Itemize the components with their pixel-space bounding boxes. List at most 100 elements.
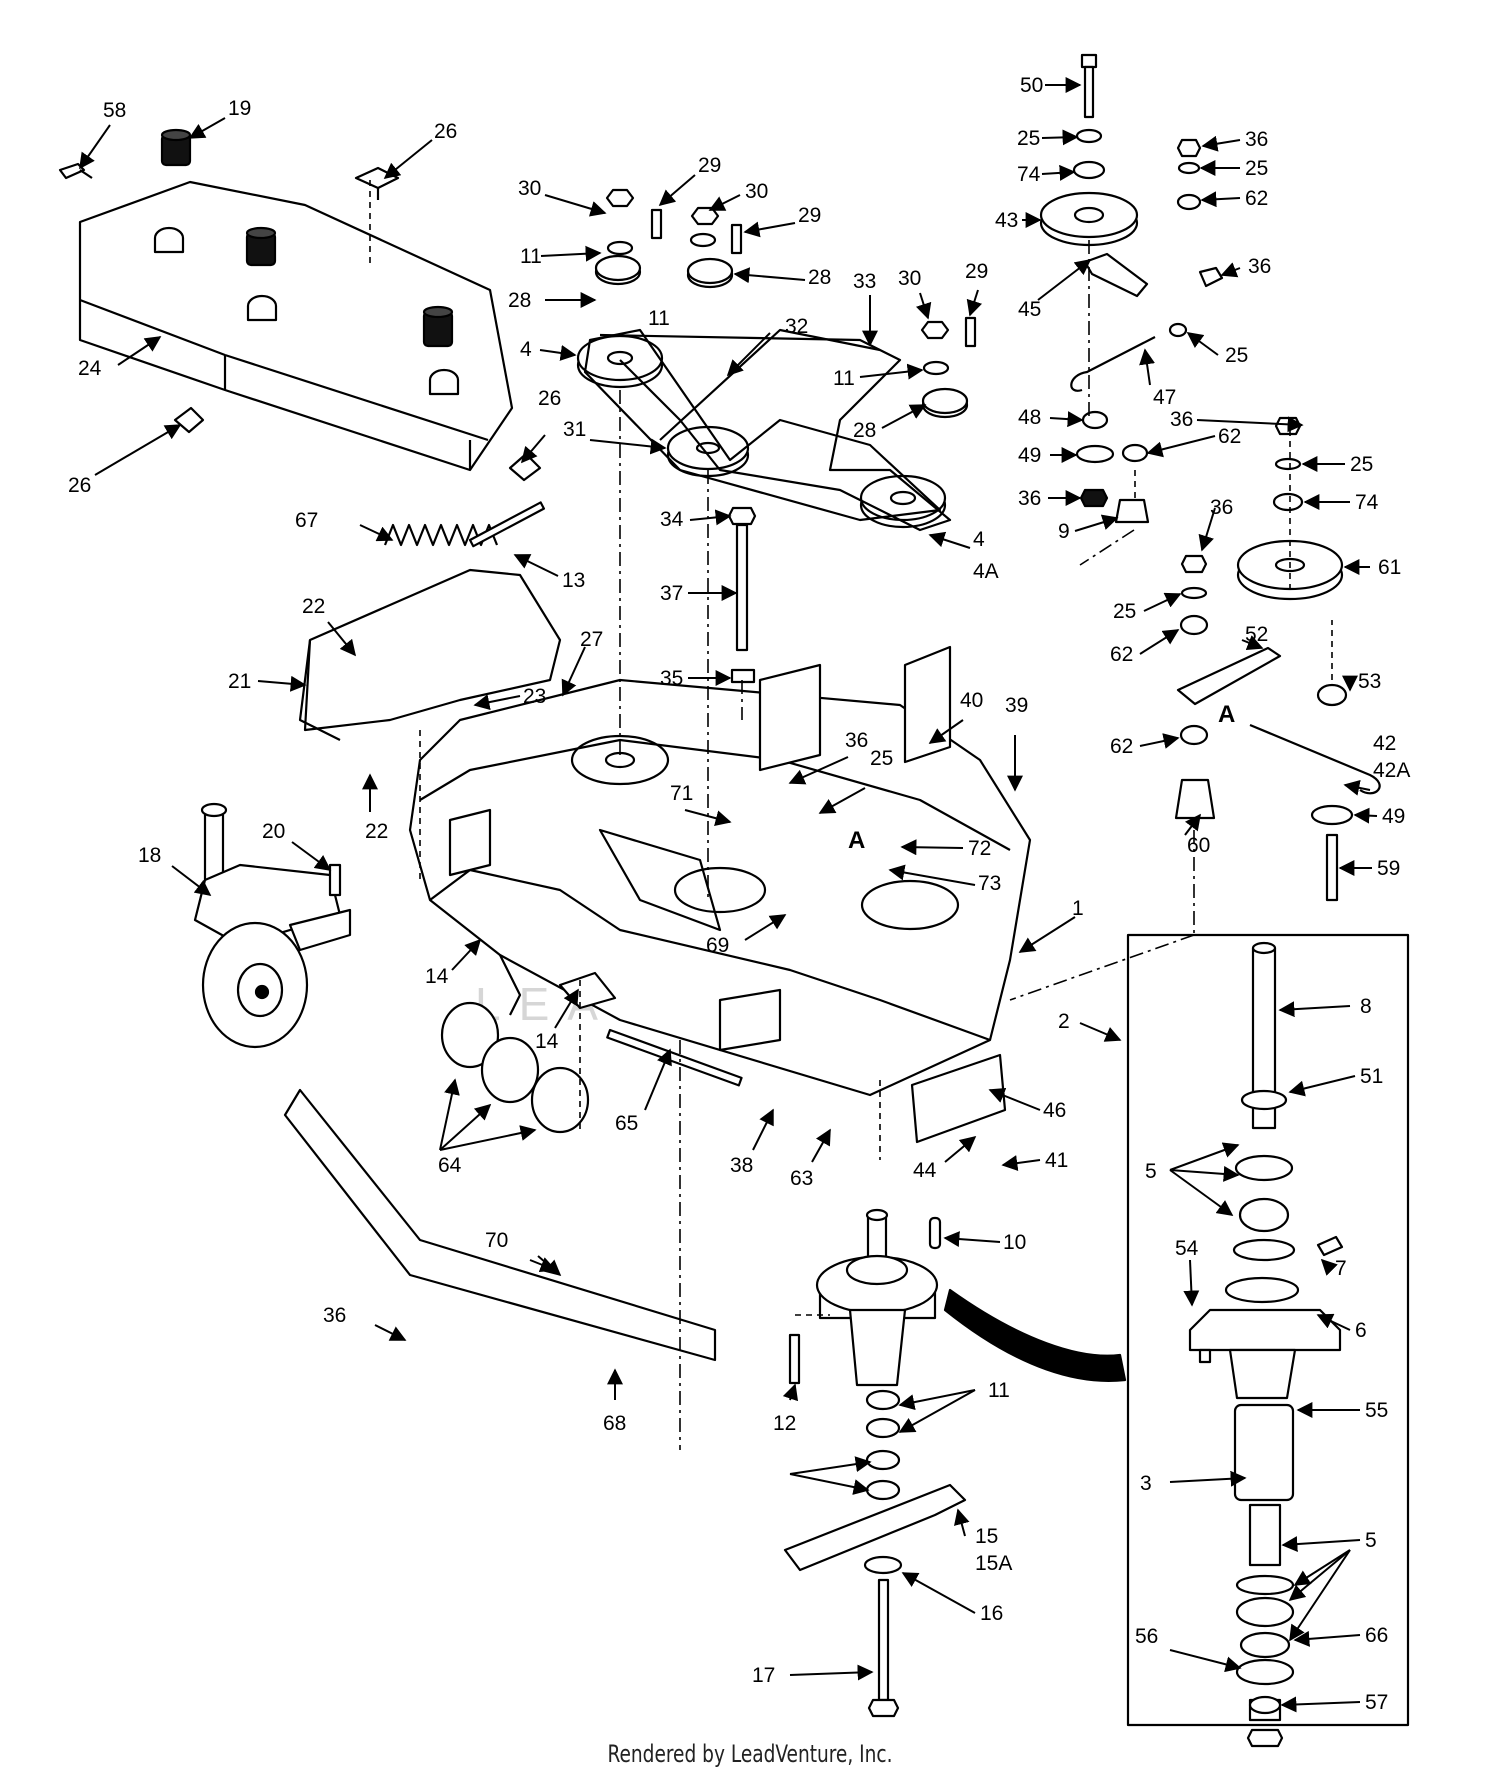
callout: 69: [706, 934, 729, 957]
callout: 28: [508, 289, 531, 312]
pivot-9: [1114, 498, 1150, 524]
callout: 27: [580, 628, 603, 651]
spacer-11-a: [606, 240, 634, 256]
callout: 30: [745, 180, 768, 203]
callout: 6: [1355, 1319, 1367, 1342]
stud-37: [727, 506, 757, 684]
callout: 67: [295, 509, 318, 532]
bolt-50: [1080, 53, 1098, 119]
spacer-11-s3: [865, 1449, 901, 1471]
callout: 25: [1350, 453, 1373, 476]
callout: 25: [1225, 344, 1248, 367]
bolt-29-a: [650, 208, 663, 240]
callout: 36: [1210, 496, 1233, 519]
pulley-43: [1039, 191, 1139, 247]
callout: 3: [1140, 1472, 1152, 1495]
spacer-11-s2: [865, 1417, 901, 1439]
callout: 31: [563, 418, 586, 441]
callout: 8: [1360, 995, 1372, 1018]
callout: 12: [773, 1412, 796, 1435]
callout: 2: [1058, 1010, 1070, 1033]
pulley-61: [1236, 539, 1344, 601]
bolt-29-c: [964, 316, 977, 348]
callout: 65: [615, 1112, 638, 1135]
callout: 30: [898, 267, 921, 290]
anti-scalp-rollers: [440, 1001, 590, 1134]
callout: 29: [698, 154, 721, 177]
callout: 17: [752, 1664, 775, 1687]
callout: 46: [1043, 1099, 1066, 1122]
idler-28-left: [594, 254, 642, 286]
spacer-74-top: [1072, 160, 1106, 180]
leader-lines: [79, 77, 1378, 1713]
callout: 25: [1245, 157, 1268, 180]
callout: 11: [833, 367, 855, 390]
belt-33: [599, 333, 952, 532]
gauge-wheel: [193, 802, 352, 1049]
callout: 62: [1110, 735, 1133, 758]
callout: 61: [1378, 556, 1401, 579]
discharge-chute: [298, 568, 562, 741]
callout: 56: [1135, 1625, 1158, 1648]
bumper-68: [283, 1088, 717, 1362]
callout: 62: [1218, 425, 1241, 448]
spindle-housing: [815, 1208, 939, 1387]
callout: 18: [138, 844, 161, 867]
callout: 51: [1360, 1065, 1383, 1088]
callout: 11: [988, 1379, 1010, 1402]
washer-49-right: [1075, 444, 1115, 464]
callout: 41: [1045, 1149, 1068, 1172]
callout: 38: [730, 1154, 753, 1177]
callout: 36: [323, 1304, 346, 1327]
callout: 53: [1358, 670, 1381, 693]
callout: 5: [1145, 1160, 1157, 1183]
callout: 70: [485, 1229, 508, 1252]
bushing-62-tension: [1121, 443, 1149, 463]
callout: 25: [870, 747, 893, 770]
callout: 26: [68, 474, 91, 497]
idler-28-right: [921, 387, 969, 419]
bushing-53: [1316, 683, 1348, 707]
callout: 25: [1017, 127, 1040, 150]
callout: 22: [302, 595, 325, 618]
callout: 42A: [1373, 759, 1410, 782]
section-marker-a: A: [1218, 701, 1235, 728]
callout: 35: [660, 667, 683, 690]
callout: 26: [538, 387, 561, 410]
footer-credit: Rendered by LeadVenture, Inc.: [607, 1740, 893, 1768]
callout: 62: [1110, 643, 1133, 666]
callout: 11: [648, 307, 670, 330]
rod-13: [468, 501, 546, 548]
pivot-60: [1174, 778, 1216, 820]
key-10: [928, 1216, 942, 1250]
callout: 45: [1018, 298, 1041, 321]
callout: 63: [790, 1167, 813, 1190]
callout: 36: [1170, 408, 1193, 431]
knob-58: [58, 162, 93, 180]
callout: 21: [228, 670, 251, 693]
dashed-guides: [369, 180, 1333, 1316]
callout: 54: [1175, 1237, 1199, 1260]
washer-16: [863, 1555, 903, 1575]
callout: 42: [1373, 732, 1396, 755]
callout: 68: [603, 1412, 626, 1435]
inset-connector: [943, 1288, 1127, 1382]
hw-36-25-74: [1272, 416, 1304, 512]
callout: 40: [960, 689, 983, 712]
nut-36-tension: [1079, 488, 1109, 508]
idler-28-mid: [686, 257, 734, 289]
nut-30-b: [690, 206, 720, 226]
baffle-46: [910, 1053, 1007, 1144]
callout: 64: [438, 1154, 462, 1177]
callout: 14: [535, 1030, 559, 1053]
bushing-48: [1081, 410, 1109, 430]
callout: 58: [103, 99, 126, 122]
bolt-17: [867, 1578, 900, 1718]
callout: 11: [520, 245, 542, 268]
callout: 71: [670, 782, 693, 805]
callout: 37: [660, 582, 683, 605]
inset-spindle: [1188, 941, 1344, 1748]
callout: 7: [1335, 1257, 1347, 1280]
